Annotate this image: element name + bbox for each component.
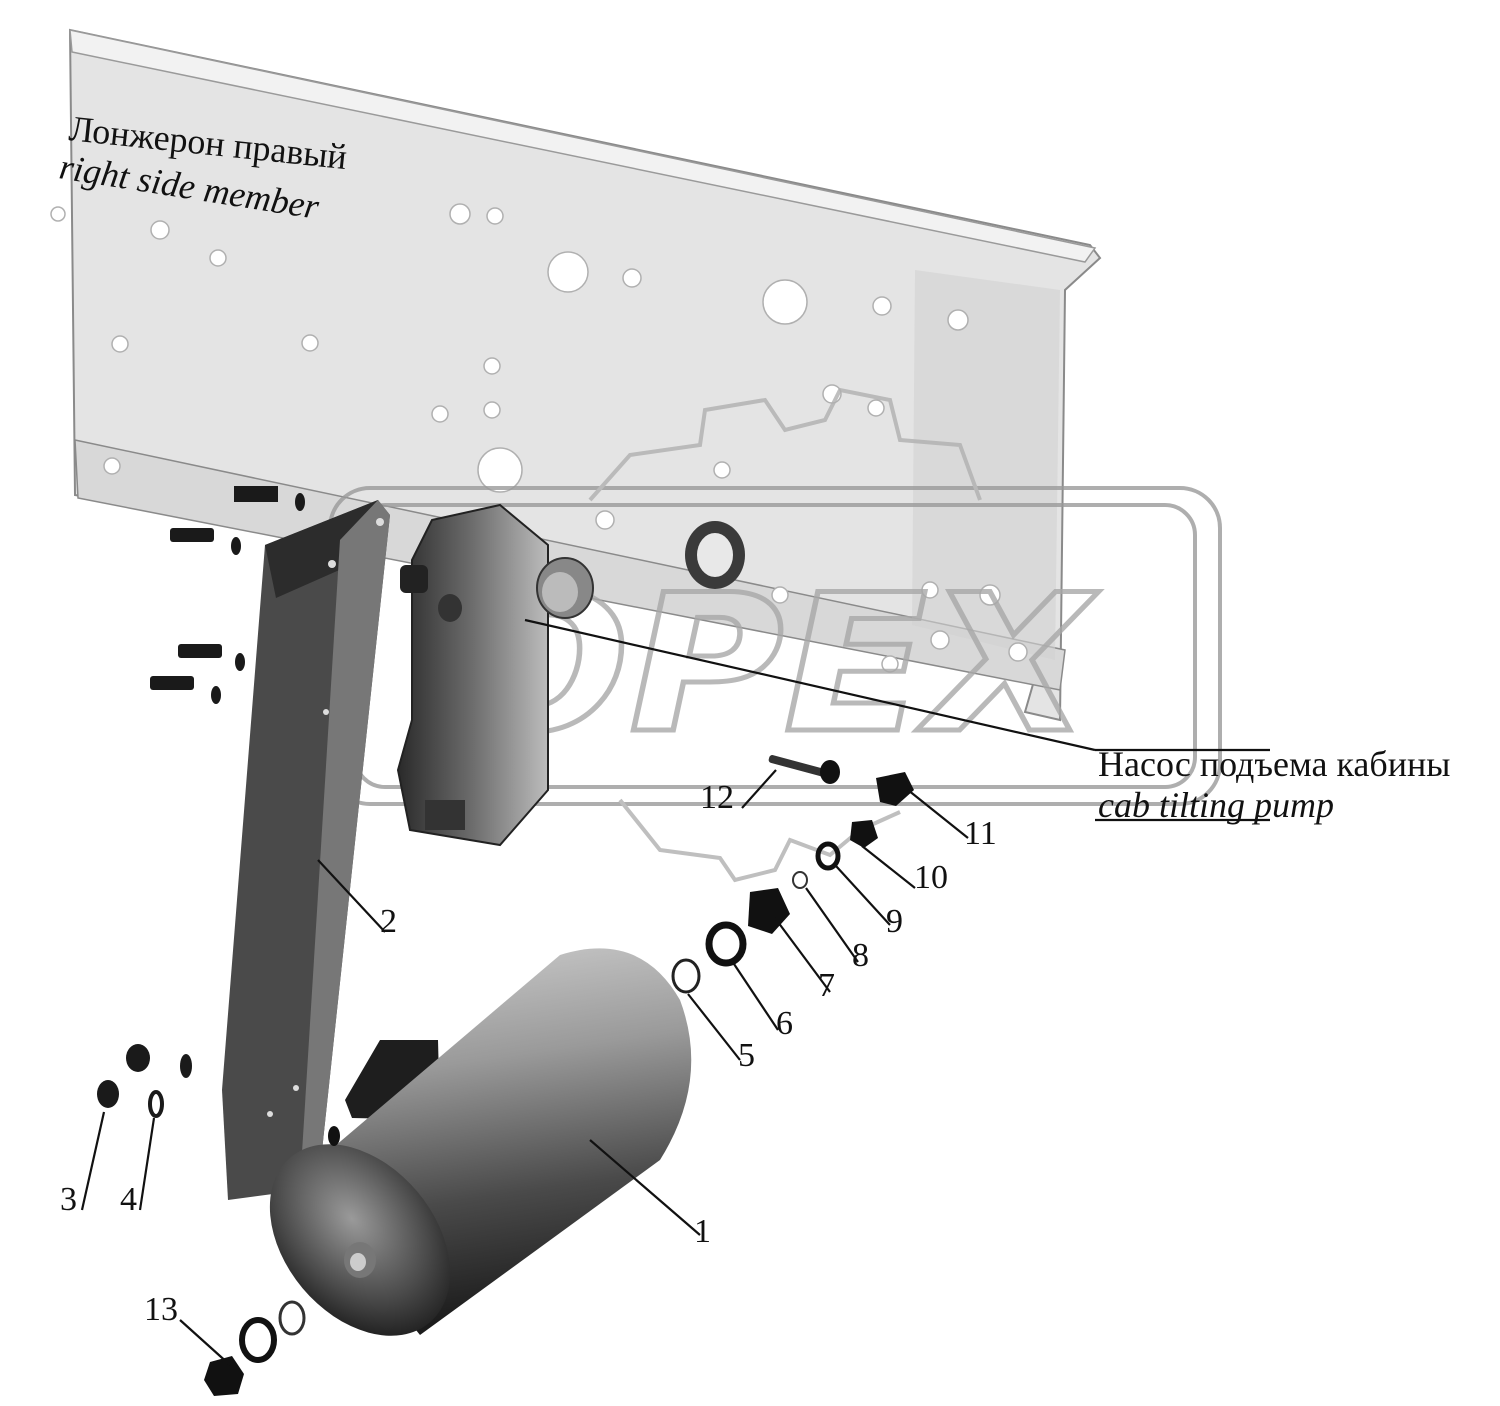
callout-6: 6	[776, 1005, 793, 1042]
air-tank-part-1	[269, 948, 692, 1336]
callout-7: 7	[818, 967, 835, 1004]
callout-12: 12	[700, 779, 734, 816]
cab-tilting-pump	[396, 503, 594, 847]
callout-5: 5	[738, 1037, 755, 1074]
side-member-holes	[50, 203, 1028, 673]
bolt-on-frame	[234, 486, 278, 502]
pump-label-ru: Насос подъема кабины	[1098, 744, 1450, 784]
leader-lines	[80, 618, 1270, 1366]
callout-4: 4	[120, 1181, 137, 1218]
callout-2: 2	[380, 903, 397, 940]
callout-8: 8	[852, 937, 869, 974]
bolts	[150, 528, 245, 704]
bracket-part-2	[222, 500, 390, 1200]
callouts: 1 2 3 4 5 6 7 8 9 10 11 12 13	[60, 779, 997, 1328]
callout-1: 1	[694, 1213, 711, 1250]
callout-13: 13	[144, 1291, 178, 1328]
callout-3: 3	[60, 1181, 77, 1218]
pump-label-en: cab tilting pump	[1098, 785, 1334, 825]
callout-10: 10	[914, 859, 948, 896]
callout-9: 9	[886, 903, 903, 940]
callout-11: 11	[964, 815, 997, 852]
